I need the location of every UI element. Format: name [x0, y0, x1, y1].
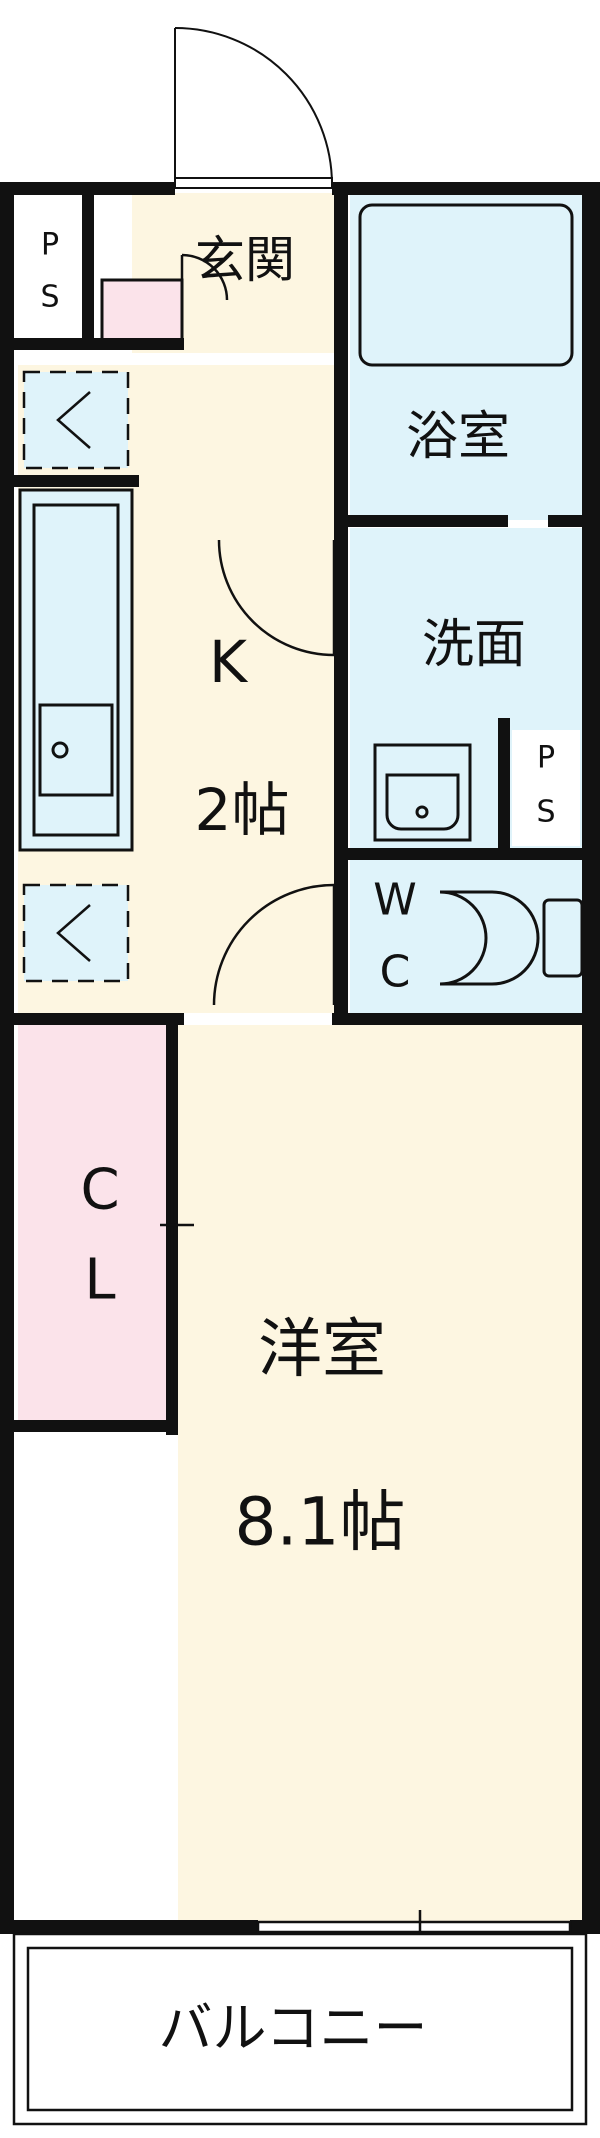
balcony-label: バルコニー: [159, 1997, 428, 2060]
western-room-label: 洋室: [258, 1313, 386, 1387]
air-vent-icon: [22, 370, 130, 470]
ps-shaft-right: [512, 730, 580, 846]
toilet-line2: C: [380, 947, 411, 998]
entrance-label: 玄関: [195, 231, 295, 289]
sink-icon: [373, 743, 472, 842]
ps-top-line2: S: [40, 280, 59, 315]
door-swing-icon: [180, 253, 229, 340]
western-room-size: 8.1帖: [235, 1484, 406, 1561]
pipe-box: [100, 278, 184, 347]
air-vent-icon: [22, 883, 130, 983]
outer-walls: [0, 182, 600, 1934]
closet-floor: [18, 1025, 168, 1425]
interior-walls: [14, 195, 582, 1435]
door-swing-icon: [217, 539, 336, 657]
toilet-icon: [439, 890, 584, 986]
door-swing-icon: [174, 27, 333, 189]
toilet-line1: W: [373, 875, 417, 926]
bathtub-icon: [358, 203, 574, 367]
closet-line2: L: [84, 1248, 115, 1313]
ps-right-line2: S: [536, 795, 555, 830]
bath-label: 浴室: [406, 407, 510, 467]
kitchen-counter-icon: [18, 488, 134, 852]
balcony: [12, 1932, 588, 2126]
closet-sliding-door: [160, 1030, 194, 1415]
closet-line1: C: [80, 1158, 119, 1223]
bath-floor: [350, 193, 582, 520]
door-swing-icon: [212, 883, 336, 1006]
kitchen-letter: K: [209, 628, 249, 696]
kitchen-size: 2帖: [195, 776, 290, 844]
western-room-floor: [178, 1025, 582, 1930]
ps-top-line1: P: [41, 228, 59, 263]
washroom-label: 洗面: [422, 615, 526, 675]
ps-right-line1: P: [537, 741, 555, 776]
ps-shaft-top: [18, 200, 80, 336]
